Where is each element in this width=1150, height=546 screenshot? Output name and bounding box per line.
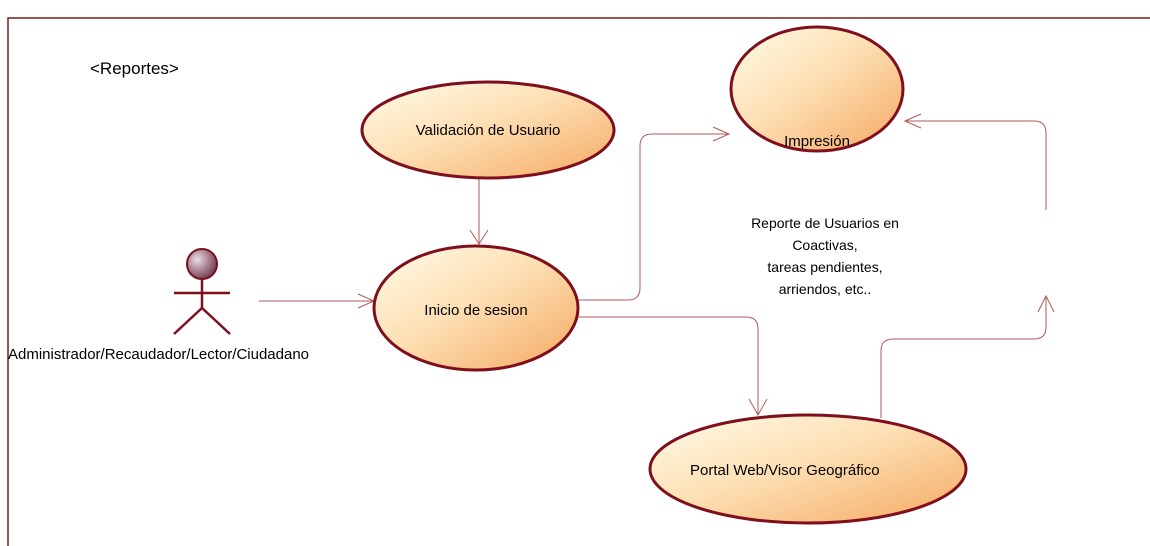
connector-portal-impresion-lower — [880, 296, 1047, 418]
use-case-validacion[interactable]: Validación de Usuario — [360, 80, 616, 180]
use-case-portal[interactable]: Portal Web/Visor Geográfico — [648, 413, 968, 525]
report-note: Reporte de Usuarios en Coactivas, tareas… — [751, 215, 899, 297]
use-case-inicio-ellipse — [372, 244, 580, 372]
report-note-line-4: arriendos, etc.. — [779, 281, 872, 297]
report-note-line-1: Reporte de Usuarios en — [751, 215, 899, 231]
use-case-portal-label: Portal Web/Visor Geográfico — [690, 462, 880, 479]
connector-inicio-impresion — [578, 133, 729, 301]
use-case-validacion-ellipse — [360, 80, 616, 180]
actor[interactable]: Administrador/Recaudador/Lector/Ciudadan… — [8, 248, 309, 363]
actor-body — [173, 279, 231, 335]
use-case-impresion[interactable]: Impresión — [729, 25, 905, 153]
use-case-impresion-label: Impresión — [784, 133, 850, 150]
actor-head — [186, 248, 218, 280]
use-case-impresion-ellipse — [729, 25, 905, 153]
arrowhead-note-bottom — [1037, 294, 1055, 313]
use-case-validacion-label: Validación de Usuario — [416, 122, 561, 139]
arrowhead-portal-top — [748, 398, 768, 417]
use-case-portal-ellipse — [648, 413, 968, 525]
report-note-line-3: tareas pendientes, — [767, 259, 882, 275]
report-note-line-2: Coactivas, — [792, 237, 857, 253]
arrowhead-impresion-right — [903, 113, 922, 129]
use-case-inicio-label: Inicio de sesion — [424, 302, 527, 319]
use-case-inicio[interactable]: Inicio de sesion — [372, 244, 580, 372]
connector-inicio-portal — [578, 316, 759, 415]
actor-label: Administrador/Recaudador/Lector/Ciudadan… — [8, 346, 309, 363]
connectors — [259, 113, 1055, 418]
diagram-title: <Reportes> — [90, 59, 179, 78]
arrowhead-inicio-top — [469, 229, 489, 245]
arrowhead-impresion-left — [712, 126, 731, 142]
connector-portal-impresion-upper — [905, 120, 1047, 210]
diagram-frame — [7, 17, 1150, 546]
